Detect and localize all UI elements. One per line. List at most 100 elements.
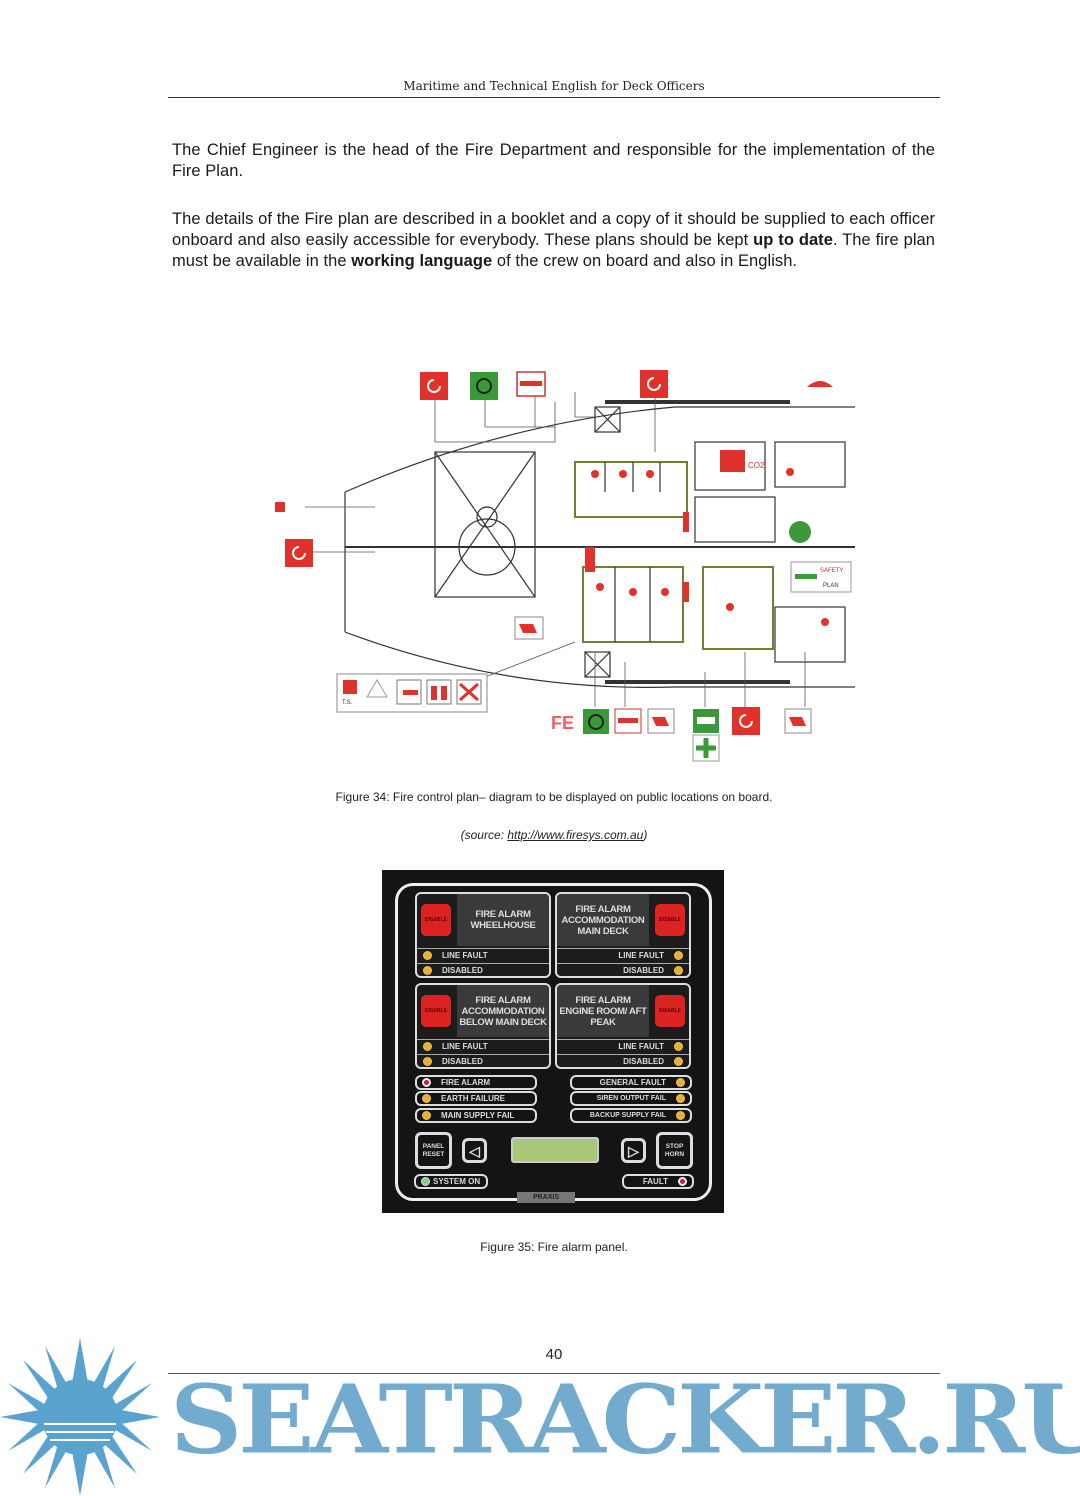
fire-hose-icon bbox=[640, 370, 668, 398]
led-indicator bbox=[423, 1057, 432, 1066]
zone-title: FIRE ALARM ENGINE ROOM/ AFT PEAK bbox=[557, 985, 649, 1037]
figure-34-caption: Figure 34: Fire control plan– diagram to… bbox=[335, 790, 773, 804]
chevron-right-icon: ▷ bbox=[628, 1142, 639, 1159]
sun-watermark-icon bbox=[0, 1338, 160, 1496]
paragraph-fire-plan-details: The details of the Fire plan are describ… bbox=[172, 209, 935, 272]
label: SIREN OUTPUT FAIL bbox=[596, 1095, 666, 1102]
led-indicator bbox=[421, 1177, 430, 1186]
label: DISABLED bbox=[442, 966, 483, 975]
disable-button[interactable]: DISABLE bbox=[421, 904, 451, 936]
co2-bottles-icon bbox=[720, 450, 745, 472]
bold-up-to-date: up to date bbox=[753, 231, 833, 249]
header-rule bbox=[168, 97, 940, 98]
figure-34-source: (source: http://www.firesys.com.au) bbox=[168, 828, 940, 842]
next-button[interactable]: ▷ bbox=[621, 1138, 646, 1163]
led-indicator bbox=[674, 1057, 683, 1066]
figure-35-caption: Figure 35: Fire alarm panel. bbox=[480, 1240, 628, 1254]
status-fire-alarm: FIRE ALARM bbox=[415, 1075, 537, 1090]
text: The details of the Fire plan are describ… bbox=[172, 210, 935, 249]
panel-reset-button[interactable]: PANEL RESET bbox=[415, 1132, 452, 1169]
zone-module-wheelhouse: DISABLE FIRE ALARM WHEELHOUSE LINE FAULT… bbox=[415, 892, 551, 978]
line-fault-row: LINE FAULT bbox=[417, 1039, 549, 1053]
led-indicator bbox=[676, 1078, 685, 1087]
leader-lines bbox=[305, 392, 806, 707]
fire-hose-icon bbox=[420, 372, 448, 400]
led-indicator bbox=[674, 1042, 683, 1051]
fire-hose-icon bbox=[732, 707, 760, 735]
label: LINE FAULT bbox=[442, 1042, 488, 1051]
led-indicator bbox=[422, 1111, 431, 1120]
disable-button[interactable]: DISABLE bbox=[655, 995, 685, 1027]
fire-control-plan-diagram: CO2 SAFETY PLAN T.S. FE bbox=[275, 370, 855, 762]
line-fault-row: LINE FAULT bbox=[557, 1039, 689, 1053]
led-indicator bbox=[674, 966, 683, 975]
chevron-left-icon: ◁ bbox=[469, 1142, 480, 1159]
status-general-fault: GENERAL FAULT bbox=[570, 1075, 692, 1090]
led-indicator bbox=[676, 1111, 685, 1120]
disable-button[interactable]: DISABLE bbox=[421, 995, 451, 1027]
disabled-row: DISABLED bbox=[557, 1054, 689, 1067]
label: SYSTEM ON bbox=[433, 1177, 481, 1186]
disabled-row: DISABLED bbox=[417, 1054, 549, 1067]
zone-title: FIRE ALARM WHEELHOUSE bbox=[457, 894, 549, 946]
brand-logo: PRAXIS bbox=[517, 1192, 575, 1203]
led-indicator bbox=[422, 1094, 431, 1103]
line-fault-row: LINE FAULT bbox=[417, 948, 549, 962]
zone-module-accommodation-below-main-deck: DISABLE FIRE ALARM ACCOMMODATION BELOW M… bbox=[415, 983, 551, 1069]
source-suffix: ) bbox=[643, 828, 648, 842]
zone-module-engine-room: FIRE ALARM ENGINE ROOM/ AFT PEAK DISABLE… bbox=[555, 983, 691, 1069]
label: DISABLED bbox=[623, 966, 664, 975]
zone-title: FIRE ALARM ACCOMMODATION BELOW MAIN DECK bbox=[457, 985, 549, 1037]
page-number: 40 bbox=[540, 1346, 568, 1363]
zone-module-accommodation-main-deck: FIRE ALARM ACCOMMODATION MAIN DECK DISAB… bbox=[555, 892, 691, 978]
label: LINE FAULT bbox=[618, 951, 664, 960]
status-main-supply-fail: MAIN SUPPLY FAIL bbox=[415, 1108, 537, 1123]
label: EARTH FAILURE bbox=[441, 1094, 505, 1103]
disabled-row: DISABLED bbox=[417, 963, 549, 976]
disabled-row: DISABLED bbox=[557, 963, 689, 976]
system-on-indicator: SYSTEM ON bbox=[414, 1174, 488, 1189]
hull-outline bbox=[344, 400, 855, 688]
fire-alarm-panel: DISABLE FIRE ALARM WHEELHOUSE LINE FAULT… bbox=[382, 870, 724, 1213]
safety-label: SAFETY bbox=[820, 568, 843, 574]
status-siren-output-fail: SIREN OUTPUT FAIL bbox=[570, 1091, 692, 1106]
label: DISABLED bbox=[442, 1057, 483, 1066]
status-earth-failure: EARTH FAILURE bbox=[415, 1091, 537, 1106]
status-backup-supply-fail: BACKUP SUPPLY FAIL bbox=[570, 1108, 692, 1123]
label: BACKUP SUPPLY FAIL bbox=[589, 1112, 666, 1119]
led-indicator bbox=[423, 966, 432, 975]
led-indicator bbox=[674, 951, 683, 960]
label: GENERAL FAULT bbox=[599, 1078, 666, 1087]
stop-horn-button[interactable]: STOP HORN bbox=[656, 1132, 693, 1169]
ts-label: T.S. bbox=[342, 700, 353, 706]
led-indicator bbox=[678, 1177, 687, 1186]
label: FIRE ALARM bbox=[441, 1078, 491, 1087]
fire-extinguisher-label: FE bbox=[551, 713, 574, 733]
disable-button[interactable]: DISABLE bbox=[655, 904, 685, 936]
co2-label: CO2 bbox=[748, 461, 765, 470]
label: FAULT bbox=[642, 1177, 668, 1186]
previous-button[interactable]: ◁ bbox=[462, 1138, 487, 1163]
fire-hose-icon bbox=[285, 539, 313, 567]
plan-label: PLAN bbox=[823, 583, 839, 589]
footer-rule bbox=[168, 1373, 940, 1374]
led-indicator bbox=[676, 1094, 685, 1103]
label: DISABLED bbox=[623, 1057, 664, 1066]
zone-title: FIRE ALARM ACCOMMODATION MAIN DECK bbox=[557, 894, 649, 946]
fault-indicator: FAULT bbox=[622, 1174, 694, 1189]
led-indicator bbox=[423, 1042, 432, 1051]
line-fault-row: LINE FAULT bbox=[557, 948, 689, 962]
led-indicator bbox=[422, 1078, 431, 1087]
source-link[interactable]: http://www.firesys.com.au bbox=[507, 828, 644, 842]
label: LINE FAULT bbox=[442, 951, 488, 960]
seatracker-watermark: SEATRACKER.RU bbox=[170, 1362, 1080, 1476]
label: LINE FAULT bbox=[618, 1042, 664, 1051]
lcd-display bbox=[511, 1137, 599, 1163]
assembly-point-icon bbox=[789, 521, 811, 543]
source-prefix: (source: bbox=[460, 828, 508, 842]
led-indicator bbox=[423, 951, 432, 960]
paragraph-chief-engineer: The Chief Engineer is the head of the Fi… bbox=[172, 141, 935, 180]
fire-pump-icon bbox=[583, 709, 609, 734]
text: of the crew on board and also in English… bbox=[492, 252, 798, 270]
text: . The fire plan must be available in the bbox=[172, 231, 935, 270]
